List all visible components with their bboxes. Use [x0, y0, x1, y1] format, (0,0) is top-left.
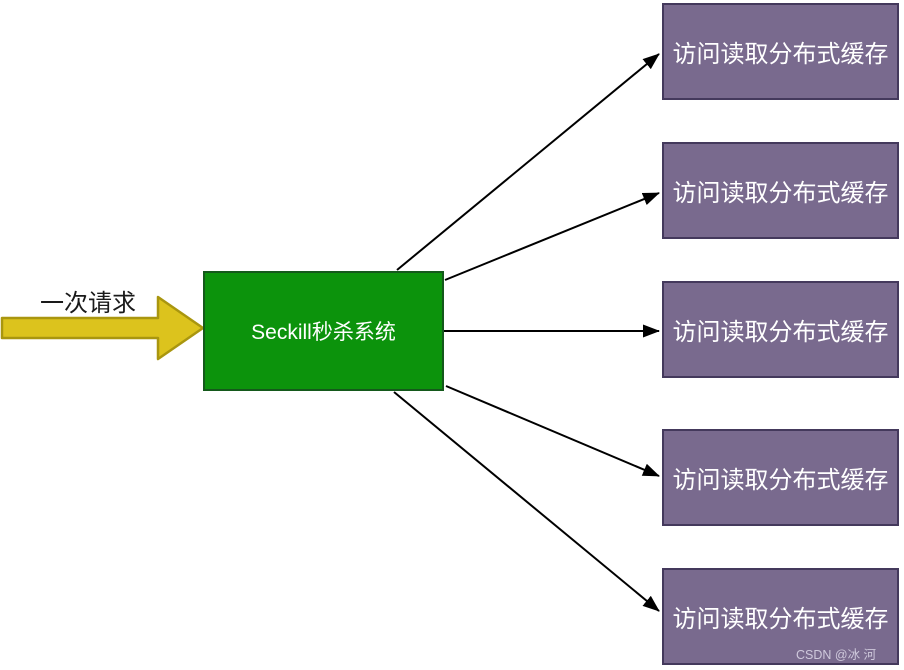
request-label: 一次请求: [40, 290, 136, 317]
csdn-watermark: CSDN @冰 河: [796, 648, 877, 662]
node-distributed-cache-1: 访问读取分布式缓存: [662, 3, 899, 100]
node-distributed-cache-3: 访问读取分布式缓存: [662, 281, 899, 378]
connector-to-cache-5: [393, 391, 660, 612]
node-distributed-cache-5-label: 访问读取分布式缓存: [672, 606, 889, 633]
node-seckill-system: Seckill秒杀系统: [203, 271, 444, 391]
node-distributed-cache-4-label: 访问读取分布式缓存: [672, 467, 889, 494]
node-distributed-cache-5: 访问读取分布式缓存: [662, 568, 899, 665]
connector-to-cache-4: [445, 385, 660, 477]
node-distributed-cache-4: 访问读取分布式缓存: [662, 429, 899, 526]
connector-to-cache-2: [444, 192, 660, 281]
connector-to-cache-1: [396, 53, 660, 271]
node-distributed-cache-1-label: 访问读取分布式缓存: [672, 41, 889, 68]
node-distributed-cache-3-label: 访问读取分布式缓存: [672, 319, 889, 346]
node-seckill-system-label: Seckill秒杀系统: [251, 321, 396, 344]
node-distributed-cache-2-label: 访问读取分布式缓存: [672, 180, 889, 207]
node-distributed-cache-2: 访问读取分布式缓存: [662, 142, 899, 239]
